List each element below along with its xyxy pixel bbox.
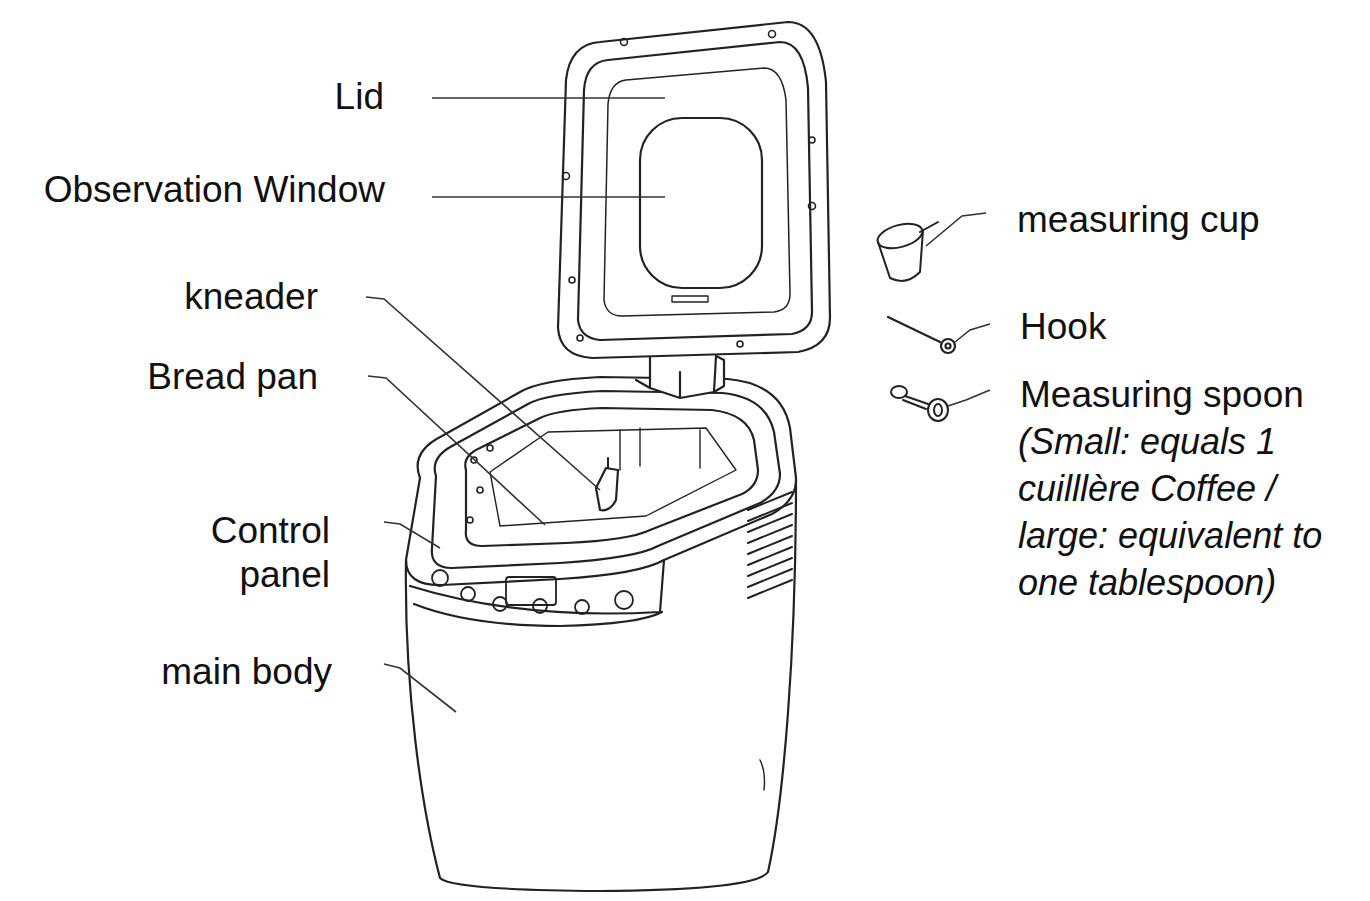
note-text: (Small: equals 1 cuilllère Coffee / larg… <box>1018 418 1366 606</box>
vent-slit <box>748 503 792 521</box>
vent-slit <box>748 558 792 576</box>
vent-slit <box>748 547 792 565</box>
vent-slit <box>748 569 792 587</box>
vent-slit <box>748 525 792 543</box>
vent-slit <box>748 514 792 532</box>
leader-lines <box>366 98 990 712</box>
part-label: measuring cup <box>1017 198 1260 242</box>
part-label: kneader <box>184 275 318 319</box>
vent-slit <box>748 536 792 554</box>
part-label: Lid <box>335 75 384 119</box>
measuring-cup <box>875 219 938 280</box>
vent-slit <box>748 580 792 598</box>
hook <box>888 317 955 353</box>
hinge <box>636 352 724 398</box>
pan-detail <box>620 428 700 470</box>
part-label: Hook <box>1020 305 1106 349</box>
observation-window <box>640 118 762 288</box>
part-label: main body <box>161 650 332 694</box>
control-buttons <box>432 570 633 614</box>
part-label: Bread pan <box>147 355 318 399</box>
part-label: Control panel <box>180 509 330 598</box>
bread-pan-inner <box>490 428 736 526</box>
lid-frame <box>578 42 812 340</box>
measuring-spoon <box>891 386 948 421</box>
bread-pan-outline <box>465 408 758 546</box>
rim-outer <box>406 377 796 585</box>
rim-inner <box>432 391 780 568</box>
part-label: Observation Window <box>44 168 385 212</box>
main-body-outline <box>406 480 796 891</box>
vent-slits <box>748 492 792 598</box>
lid-screws <box>563 31 816 348</box>
vent-slit <box>748 492 792 510</box>
lid-outline <box>558 22 830 358</box>
lid-inner-frame <box>604 68 790 316</box>
part-label: Measuring spoon <box>1020 373 1304 417</box>
control-panel <box>410 560 664 626</box>
